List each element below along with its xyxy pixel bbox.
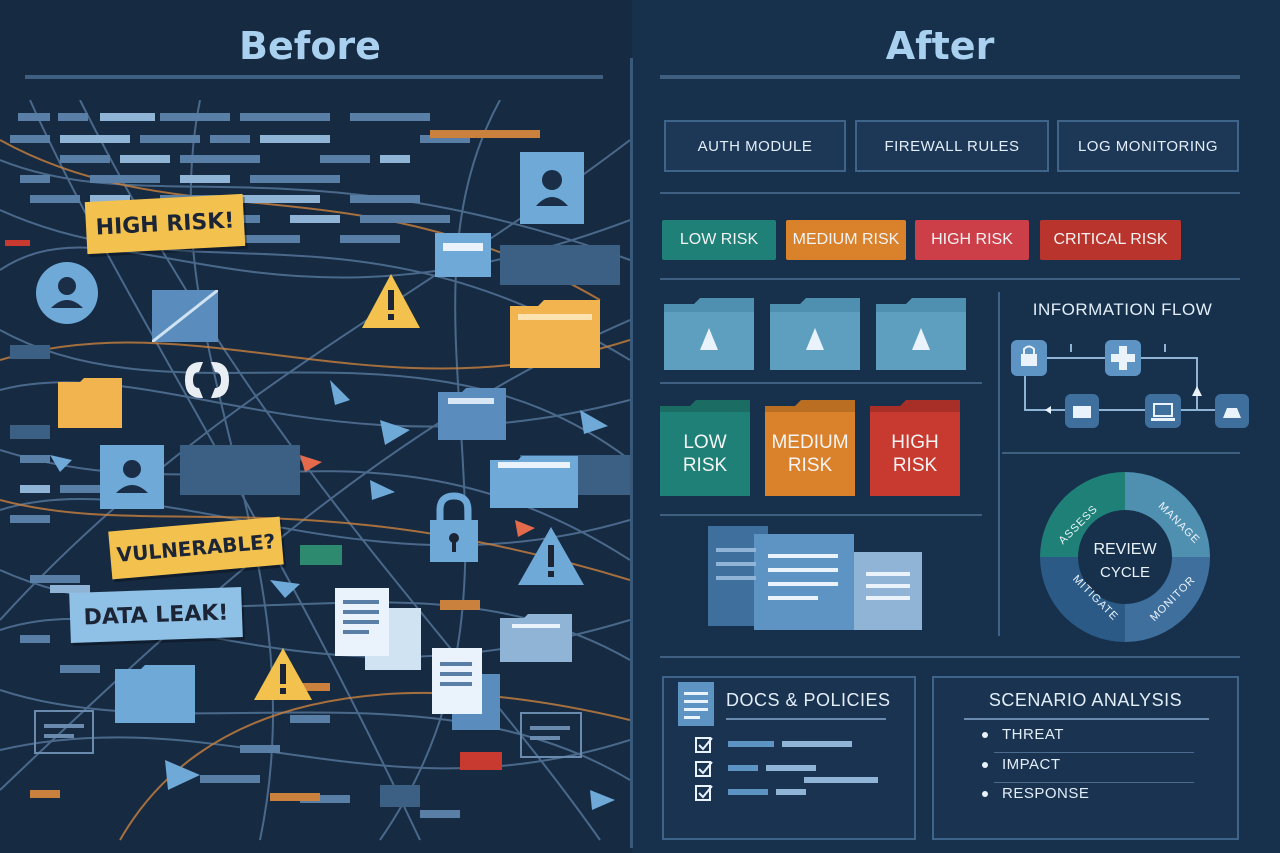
list-divider bbox=[994, 782, 1194, 783]
module-button-auth[interactable]: AUTH MODULE bbox=[664, 120, 846, 172]
locked-folder-icon bbox=[664, 298, 754, 370]
scenario-analysis-title: SCENARIO ANALYSIS bbox=[988, 690, 1183, 710]
broken-link-icon bbox=[175, 358, 239, 402]
warning-icon bbox=[362, 274, 420, 328]
folder-icon bbox=[438, 388, 506, 440]
section-rule bbox=[1002, 452, 1240, 454]
data-leak-sticker: DATA LEAK! bbox=[69, 587, 243, 643]
before-header-rule bbox=[25, 75, 603, 79]
risk-folder-low: LOW RISK bbox=[660, 400, 750, 496]
scenario-item-response: RESPONSE bbox=[1002, 785, 1090, 802]
user-avatar-icon bbox=[36, 262, 98, 324]
docs-policies-panel: DOCS & POLICIES bbox=[662, 676, 916, 840]
section-rule bbox=[660, 656, 1240, 658]
panel-divider bbox=[630, 58, 633, 848]
before-title: Before bbox=[239, 24, 381, 68]
review-cycle-diagram: ASSESS MANAGE MONITOR MITIGATE REVIEW CY… bbox=[1040, 472, 1210, 642]
risk-folder-medium: MEDIUM RISK bbox=[765, 400, 855, 496]
locked-folder-icon bbox=[770, 298, 860, 370]
review-cycle-label-line2: CYCLE bbox=[1100, 564, 1150, 581]
folder-icon bbox=[490, 456, 578, 508]
warning-icon bbox=[518, 527, 584, 585]
risk-folder-line1: HIGH bbox=[891, 432, 939, 453]
title-underline bbox=[726, 718, 886, 720]
after-header-rule bbox=[660, 75, 1240, 79]
window-icon bbox=[34, 710, 94, 754]
module-button-log-monitoring[interactable]: LOG MONITORING bbox=[1057, 120, 1239, 172]
scenario-item-impact: IMPACT bbox=[1002, 756, 1061, 773]
warning-icon bbox=[254, 648, 312, 700]
after-title: After bbox=[885, 24, 995, 68]
risk-folder-line2: RISK bbox=[682, 455, 728, 476]
checklist bbox=[695, 737, 878, 801]
folder-icon bbox=[500, 614, 572, 662]
user-card-icon bbox=[520, 152, 584, 224]
risk-folder-line1: LOW bbox=[683, 432, 727, 453]
risk-badge-low: LOW RISK bbox=[662, 220, 776, 260]
column-divider bbox=[998, 292, 1000, 636]
module-button-firewall[interactable]: FIREWALL RULES bbox=[855, 120, 1049, 172]
document-stack-icon bbox=[708, 526, 922, 630]
locked-folder-icon bbox=[876, 298, 966, 370]
section-rule bbox=[660, 382, 982, 384]
folder-icon bbox=[510, 300, 600, 368]
bullet-icon bbox=[982, 791, 988, 797]
folder-icon bbox=[58, 378, 122, 428]
list-divider bbox=[994, 752, 1194, 753]
section-rule bbox=[660, 192, 1240, 194]
bullet-icon bbox=[982, 762, 988, 768]
review-cycle-label-line1: REVIEW bbox=[1093, 541, 1157, 558]
bullet-icon bbox=[982, 732, 988, 738]
documents-icon bbox=[335, 588, 421, 670]
risk-badge-high: HIGH RISK bbox=[915, 220, 1029, 260]
scenario-item-threat: THREAT bbox=[1002, 726, 1064, 743]
title-underline bbox=[964, 718, 1209, 720]
high-risk-sticker: HIGH RISK! bbox=[84, 193, 246, 255]
section-rule bbox=[660, 278, 1240, 280]
risk-folder-line2: RISK bbox=[892, 455, 938, 476]
risk-folder-line1: MEDIUM bbox=[771, 432, 849, 453]
window-icon bbox=[435, 233, 491, 277]
user-badge-icon bbox=[100, 445, 164, 509]
lock-icon bbox=[430, 492, 478, 562]
section-rule bbox=[660, 514, 982, 516]
code-fragments bbox=[5, 113, 630, 818]
risk-badge-medium: MEDIUM RISK bbox=[786, 220, 906, 260]
documents-icon bbox=[432, 648, 500, 730]
risk-folder-high: HIGH RISK bbox=[870, 400, 960, 496]
scenario-analysis-panel: SCENARIO ANALYSIS THREAT IMPACT RESPONSE bbox=[932, 676, 1239, 840]
information-flow-title: INFORMATION FLOW bbox=[1032, 300, 1213, 319]
envelope-icon bbox=[151, 288, 219, 344]
risk-badge-critical: CRITICAL RISK bbox=[1040, 220, 1181, 260]
folder-icon bbox=[115, 665, 195, 723]
window-icon bbox=[520, 712, 582, 758]
docs-policies-title: DOCS & POLICIES bbox=[726, 690, 891, 710]
information-flow-diagram bbox=[1011, 340, 1249, 428]
risk-folder-line2: RISK bbox=[787, 455, 833, 476]
document-icon bbox=[678, 682, 714, 726]
